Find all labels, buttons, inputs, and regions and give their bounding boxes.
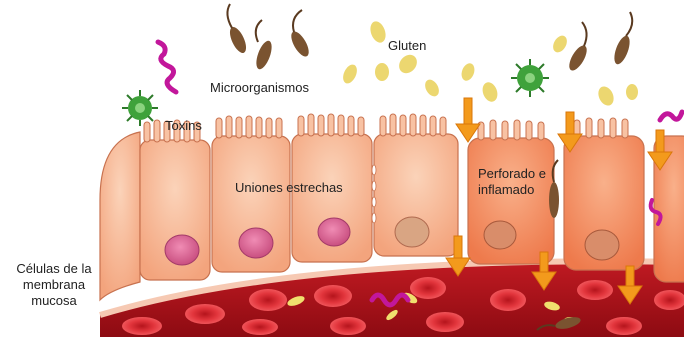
red-blood-cell-icon [426,312,464,332]
gluten-particle-icon [340,62,359,85]
nucleus [239,228,273,258]
nucleus [165,235,199,265]
gluten-particle-icon [550,33,569,55]
bacteria-icon [227,4,250,55]
toxin-icon [660,112,682,120]
virus-icon [122,90,158,126]
red-blood-cell-icon [606,317,642,335]
toxin-icon [158,42,176,92]
bacteria-icon [288,10,312,59]
red-blood-cell-icon [410,277,446,299]
nucleus [395,217,429,247]
gluten-particle-icon [459,61,476,82]
virus-icon [511,59,549,97]
label-microorganisms: Microorganismos [210,80,309,96]
gluten-particle-icon [626,84,638,100]
gluten-particle-icon [595,84,616,108]
red-blood-cell-icon [490,289,526,311]
gluten-particle-icon [422,77,441,99]
red-blood-cell-icon [242,319,278,335]
label-toxins: Toxins [165,118,202,134]
red-blood-cell-icon [122,317,162,335]
arrow-down-icon [456,98,480,142]
bacteria-icon [611,12,633,66]
cell-wall-left [100,132,140,300]
red-blood-cell-icon [185,304,225,324]
label-perforated: Perforado e inflamado [478,166,568,198]
red-blood-cell-icon [314,285,352,307]
red-blood-cell-icon [577,280,613,300]
label-mucosa-cells: Células de la membrana mucosa [8,261,100,309]
bacteria-icon [253,20,275,71]
gluten-particle-icon [480,80,500,104]
nucleus [484,221,516,249]
gluten-particle-icon [395,51,420,77]
label-gluten: Gluten [388,38,426,54]
gluten-particle-icon [375,63,389,81]
nucleus [585,230,619,260]
red-blood-cell-icon [249,289,287,311]
bacteria-icon [566,22,590,73]
label-tight-junctions: Uniones estrechas [235,180,343,196]
red-blood-cell-icon [330,317,366,335]
gluten-particle-icon [368,19,389,44]
gluten-group [340,19,638,108]
nucleus [318,218,350,246]
